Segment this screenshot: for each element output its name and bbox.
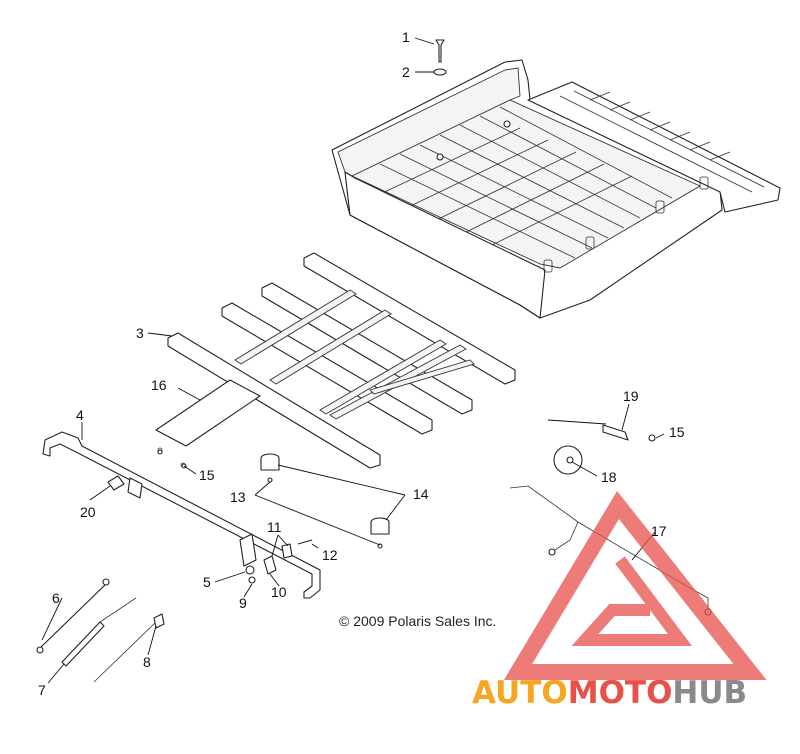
callout-8: 8 (143, 654, 151, 670)
callout-14: 14 (413, 486, 429, 502)
callout-15-frame: 15 (199, 467, 215, 483)
cargo-frame (167, 252, 516, 469)
watermark-triangle-inner (571, 556, 692, 646)
callout-20: 20 (80, 504, 96, 520)
callout-17: 17 (651, 523, 667, 539)
callout-3: 3 (136, 325, 144, 341)
callout-2: 2 (402, 64, 410, 80)
watermark-triangle-outer (503, 490, 767, 680)
callout-9: 9 (239, 595, 247, 611)
watermark-wordmark: AUTOMOTOHUB (472, 675, 747, 711)
svg-text:AUTOMOTOHUB: AUTOMOTOHUB (472, 675, 747, 711)
callout-11: 11 (267, 519, 282, 535)
callout-13: 13 (230, 489, 246, 505)
callout-4: 4 (76, 407, 84, 423)
callout-7: 7 (38, 682, 46, 698)
hardware (36, 39, 656, 683)
plate-16 (155, 379, 261, 468)
rear-bar-4 (42, 431, 321, 599)
callout-10: 10 (271, 584, 287, 600)
callout-6: 6 (52, 590, 60, 606)
callout-1: 1 (402, 29, 410, 45)
watermark-moto: MOTO (568, 675, 673, 711)
callout-12: 12 (322, 547, 338, 563)
copyright-text: © 2009 Polaris Sales Inc. (339, 613, 496, 629)
callout-16: 16 (151, 377, 167, 393)
callout-19: 19 (623, 388, 639, 404)
watermark-hub: HUB (672, 675, 747, 711)
watermark-logo (503, 490, 767, 680)
callout-5: 5 (203, 574, 211, 590)
callouts: 1 2 3 4 5 6 7 8 9 10 11 12 13 14 15 15 1… (38, 29, 685, 698)
callout-18: 18 (601, 469, 617, 485)
watermark-auto: AUTO (472, 675, 568, 711)
leader-lines (41, 37, 665, 684)
callout-15-right: 15 (669, 424, 685, 440)
cargo-box (331, 59, 781, 319)
